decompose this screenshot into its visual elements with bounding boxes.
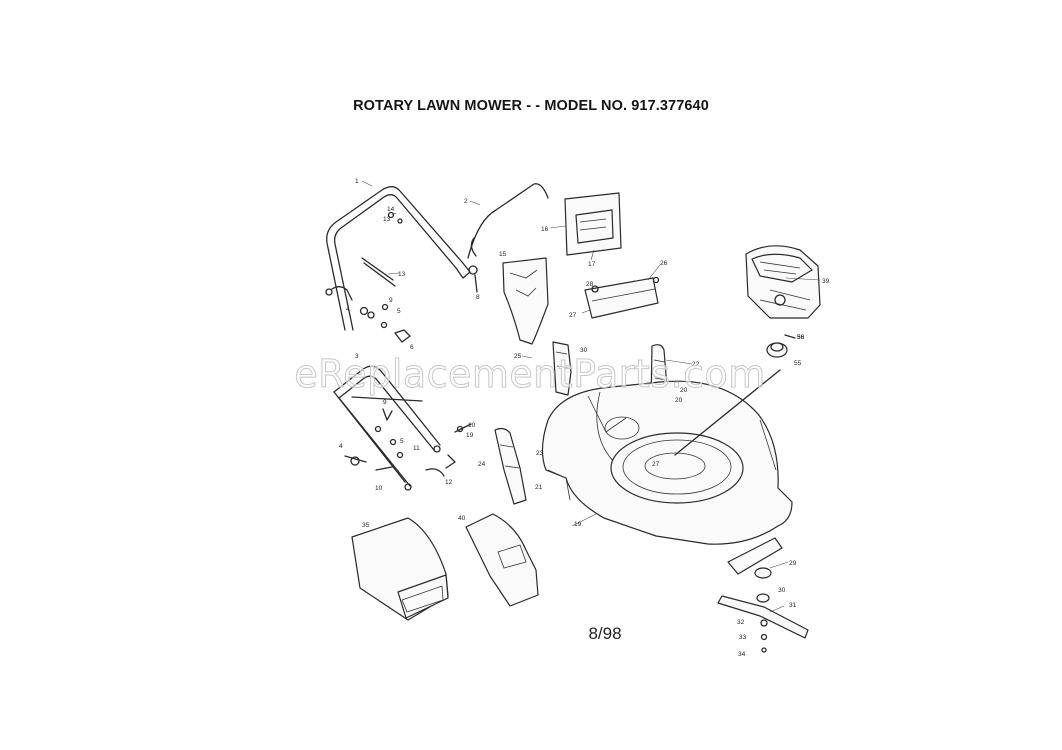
callout-27b: 27 <box>652 461 660 468</box>
callout-8: 8 <box>476 294 480 301</box>
discharge-chute <box>465 513 539 607</box>
callout-35: 35 <box>362 522 370 529</box>
callout-40: 40 <box>458 515 466 522</box>
grass-catcher-bag <box>351 517 449 621</box>
callout-16: 16 <box>541 226 549 233</box>
callout-9b: 9 <box>383 399 387 406</box>
callout-20a: 20 <box>675 397 683 404</box>
callout-10: 10 <box>468 422 476 429</box>
handle-hardware-lower <box>344 408 472 477</box>
warning-label <box>564 192 622 256</box>
callout-5: 5 <box>397 308 401 315</box>
callout-9a: 9 <box>389 297 393 304</box>
blade-adapter-plate <box>727 537 783 579</box>
callout-33: 33 <box>739 634 747 641</box>
callout-11: 11 <box>413 445 420 452</box>
callout-3: 3 <box>355 353 359 360</box>
control-cable <box>467 183 549 293</box>
callout-56: 56 <box>797 334 805 341</box>
callout-32: 32 <box>737 619 745 626</box>
callout-24: 24 <box>478 461 486 468</box>
callout-leaders <box>361 180 821 613</box>
callout-4a: 4 <box>346 306 350 313</box>
callout-22: 22 <box>692 361 700 368</box>
callout-29: 29 <box>789 560 797 567</box>
callout-labels: 1 14 13 13 5 4 9 6 2 8 15 16 17 26 28 27… <box>339 178 830 658</box>
callout-5b: 5 <box>400 438 404 445</box>
wheel-adapter <box>766 334 796 358</box>
callout-14: 14 <box>387 206 395 213</box>
height-adjuster-front <box>494 427 527 505</box>
handle-hardware-upper <box>325 211 411 343</box>
upper-handle <box>326 186 471 331</box>
callout-13: 13 <box>398 271 406 278</box>
callout-17: 17 <box>588 261 596 268</box>
callout-36: 36 <box>797 334 805 341</box>
diagram-title: ROTARY LAWN MOWER - - MODEL NO. 917.3776… <box>353 98 709 114</box>
callout-4b: 4 <box>339 443 343 450</box>
callout-30: 30 <box>580 347 588 354</box>
mower-blade <box>717 593 809 653</box>
rear-door-assembly <box>584 276 660 319</box>
callout-15: 15 <box>499 251 507 258</box>
callout-19: 19 <box>466 432 474 439</box>
page-date: 8/98 <box>588 624 622 643</box>
callout-27a: 27 <box>569 312 577 319</box>
lower-handle <box>333 365 441 491</box>
height-adjuster-left <box>552 341 572 396</box>
callout-25: 25 <box>514 353 522 360</box>
callout-2: 2 <box>464 198 468 205</box>
callout-13a: 13 <box>383 216 391 223</box>
rear-chute-door <box>502 257 549 345</box>
callout-10b: 10 <box>375 485 383 492</box>
callout-6: 6 <box>410 344 414 351</box>
engine <box>745 245 821 319</box>
callout-28: 28 <box>586 281 594 288</box>
callout-55: 55 <box>794 360 802 367</box>
callout-12: 12 <box>445 479 453 486</box>
mower-deck <box>541 369 793 545</box>
callout-39: 39 <box>822 278 830 285</box>
callout-20b: 20 <box>680 387 688 394</box>
callout-30b: 30 <box>778 587 786 594</box>
callout-21: 21 <box>535 484 543 491</box>
callout-31: 31 <box>789 602 797 609</box>
callout-19b: 19 <box>574 521 582 528</box>
callout-1: 1 <box>355 178 359 185</box>
callout-34: 34 <box>738 651 746 658</box>
callout-26: 26 <box>660 260 668 267</box>
callout-23: 23 <box>536 450 544 457</box>
